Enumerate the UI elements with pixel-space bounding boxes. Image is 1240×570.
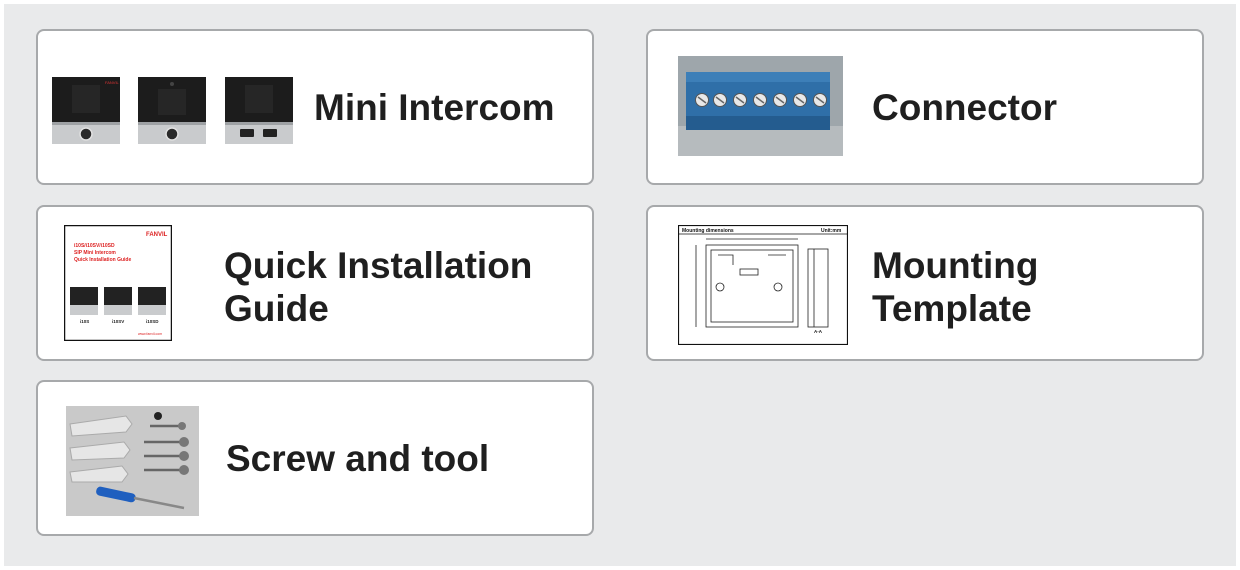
brand-mark: FANVIL [105, 80, 120, 85]
item-card-mounting-template: Mounting dimensions Unit:mm A-A Mounting… [646, 205, 1204, 361]
brand-mark: FANVIL [146, 232, 168, 238]
model-label: i10SD [146, 319, 159, 324]
screw-and-tool-image [66, 406, 199, 516]
section-label: A-A [814, 329, 823, 334]
item-label: Screw and tool [226, 438, 490, 479]
guide-website: www.fanvil.com [138, 332, 162, 336]
item-card-screw-and-tool: Screw and tool [36, 380, 594, 536]
quick-installation-guide-image: FANVIL i10S/i10SV/i10SD SIP Mini Interco… [64, 225, 172, 341]
item-label: Quick Installation Guide [224, 245, 533, 329]
mounting-template-image: Mounting dimensions Unit:mm A-A [678, 225, 848, 345]
item-label: Mounting Template [872, 245, 1039, 329]
template-unit: Unit:mm [821, 228, 842, 234]
template-heading: Mounting dimensions [682, 228, 734, 234]
connector-image [678, 56, 843, 156]
guide-title-line1: i10S/i10SV/i10SD [74, 243, 115, 249]
guide-title-line2: SIP Mini Intercom [74, 250, 116, 256]
item-label: Mini Intercom [314, 87, 555, 128]
item-card-mini-intercom: FANVIL Mini Intercom [36, 29, 594, 185]
guide-title-line3: Quick Installation Guide [74, 257, 131, 263]
model-label: i10S [80, 319, 89, 324]
mini-intercom-image: FANVIL [52, 77, 293, 144]
item-card-connector: Connector [646, 29, 1204, 185]
item-card-quick-installation-guide: FANVIL i10S/i10SV/i10SD SIP Mini Interco… [36, 205, 594, 361]
item-label: Connector [872, 87, 1057, 128]
model-label: i10SV [112, 319, 124, 324]
